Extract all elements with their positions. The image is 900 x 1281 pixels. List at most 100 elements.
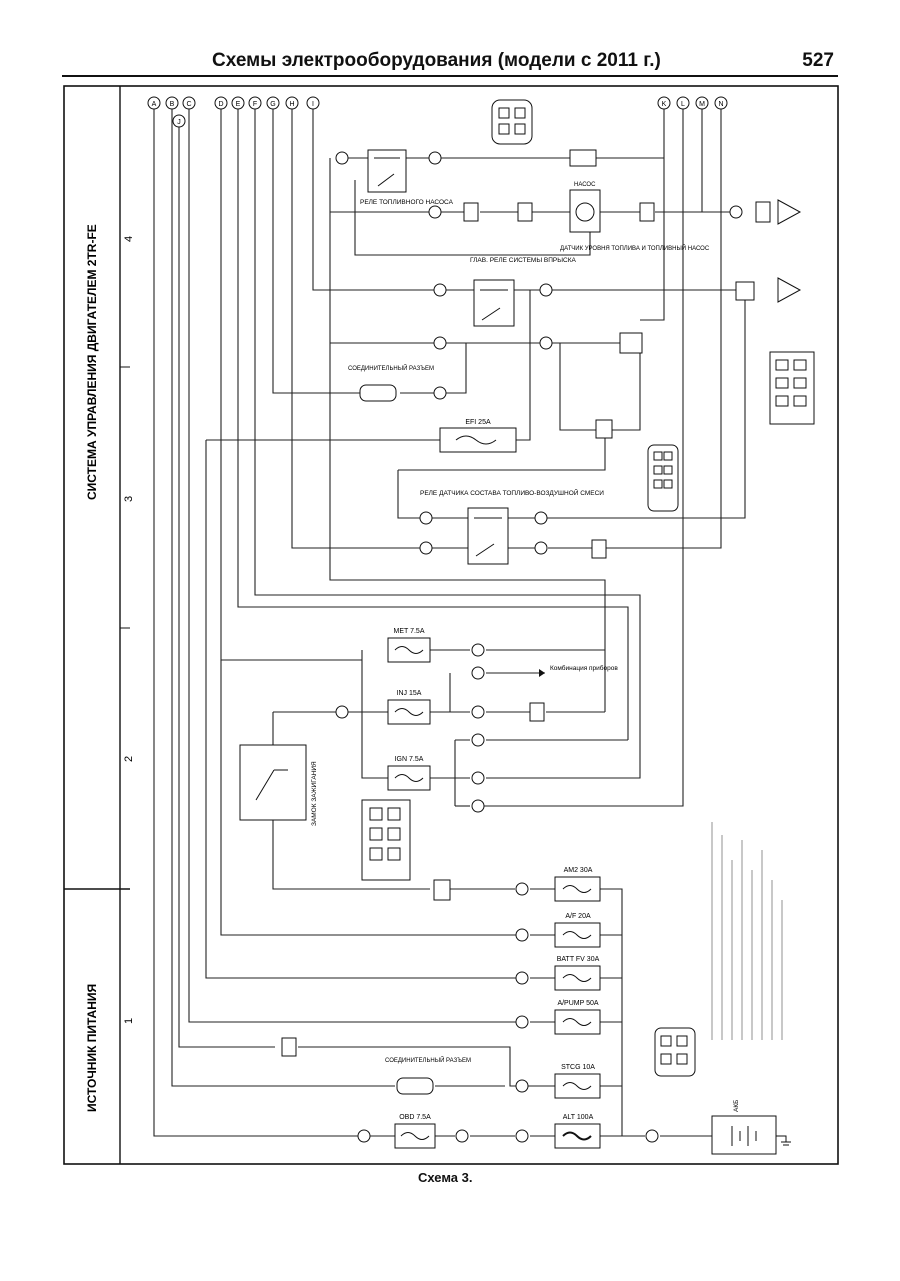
fuse-label: MET 7.5A [394, 628, 425, 635]
wire [354, 180, 591, 256]
terminal-label: E [236, 101, 241, 108]
wire [610, 343, 641, 431]
fuse-symbol [400, 1132, 430, 1140]
junction [569, 149, 597, 167]
connector [471, 799, 485, 813]
pin [676, 1053, 688, 1065]
reference-symbols [755, 199, 802, 303]
pin [498, 123, 510, 135]
fuse-label: STCG 10A [561, 1064, 595, 1071]
pin [660, 1035, 672, 1047]
ignition-switch-body [239, 744, 307, 821]
terminal-label: K [662, 101, 667, 108]
pin [775, 377, 789, 389]
connector [428, 205, 442, 219]
pinout-connector [654, 1027, 696, 1077]
connector [471, 705, 485, 719]
connector [455, 1129, 469, 1143]
wire [272, 109, 360, 394]
wire [178, 127, 275, 1048]
wire [478, 109, 684, 807]
fuse-symbol [394, 774, 424, 782]
battery-cells-icon [731, 1126, 757, 1146]
junction [281, 1037, 297, 1057]
fuse-label: INJ 15A [397, 690, 422, 697]
connector [419, 511, 433, 525]
pin [653, 479, 663, 489]
fuse-symbol [562, 1082, 592, 1090]
junction [463, 202, 479, 222]
pin [369, 827, 383, 841]
main-efi-relay [473, 279, 515, 327]
junction [529, 702, 545, 722]
fuse-label: A/F 20A [565, 913, 591, 920]
page-header: Схемы электрооборудования (модели с 2011… [62, 48, 838, 77]
wire [272, 820, 555, 890]
fuse [439, 427, 517, 453]
connector [433, 283, 447, 297]
pinout-connector [647, 444, 679, 512]
connector [433, 336, 447, 350]
terminal-label: M [699, 101, 705, 108]
wire [254, 109, 641, 756]
wire [397, 470, 420, 519]
top-connectors: A B C D E F G H I J [147, 96, 320, 128]
connector [539, 283, 553, 297]
fuel-sensor-label: ДАТЧИК УРОВНЯ ТОПЛИВА И ТОПЛИВНЫЙ НАСОС [560, 244, 710, 252]
wire [220, 660, 520, 936]
connector [515, 1079, 529, 1093]
joint-connector [396, 1077, 434, 1095]
relay-contact [480, 289, 508, 321]
connector [335, 151, 349, 165]
connector [419, 541, 433, 555]
terminal-label: F [253, 101, 257, 108]
terminal-label: L [681, 101, 685, 108]
connector-plug [755, 201, 771, 223]
junction [595, 419, 613, 439]
connector [539, 336, 553, 350]
page-number: 527 [802, 50, 834, 71]
fuse-symbol [562, 1131, 592, 1141]
joint-connector-label: СОЕДИНИТЕЛЬНЫЙ РАЗЪЕМ [385, 1056, 471, 1064]
relay-label: ГЛАВ. РЕЛЕ СИСТЕМЫ ВПРЫСКА [470, 257, 576, 264]
battery-body [711, 1115, 777, 1155]
terminal-label: H [289, 101, 294, 108]
connector [534, 541, 548, 555]
reference-triangle-icon [777, 277, 802, 303]
fuse-label: IGN 7.5A [395, 756, 424, 763]
wire [361, 650, 388, 779]
fuse-symbol [562, 931, 592, 939]
wire [398, 437, 606, 471]
diagram-frame [63, 85, 839, 1165]
fuel-pump-relay [367, 149, 407, 193]
wire [430, 756, 641, 779]
connector [729, 205, 743, 219]
pin [775, 359, 789, 371]
af-sensor-relay [467, 507, 509, 565]
pin [660, 1053, 672, 1065]
fuse-label: ALT 100A [563, 1114, 594, 1121]
fuse-label: AM2 30A [564, 867, 593, 874]
pin [369, 807, 383, 821]
fuse-symbol [394, 646, 424, 654]
terminal-label: D [218, 101, 223, 108]
wire [205, 440, 520, 979]
junction [591, 539, 607, 559]
relay-label: РЕЛЕ ТОПЛИВНОГО НАСОСА [360, 199, 454, 206]
right-connectors: K L M N [657, 96, 728, 110]
connector-pinouts [361, 99, 815, 1077]
fuse-symbol [562, 885, 592, 893]
wire [400, 343, 467, 394]
connector [645, 1129, 659, 1143]
connector [515, 928, 529, 942]
terminal-label: J [177, 119, 181, 126]
pin [387, 827, 401, 841]
battery-label: АКБ [733, 1100, 740, 1112]
page-title: Схемы электрооборудования (модели с 2011… [212, 50, 661, 71]
fuse-blocks: EFI 25A MET 7.5A INJ 15A IGN 7.5A AM2 30… [387, 419, 601, 1149]
pin [793, 359, 807, 371]
connector [335, 705, 349, 719]
instrument-cluster-ref: Комбинация приборов [539, 664, 618, 677]
wire-runs-upper [206, 157, 736, 549]
